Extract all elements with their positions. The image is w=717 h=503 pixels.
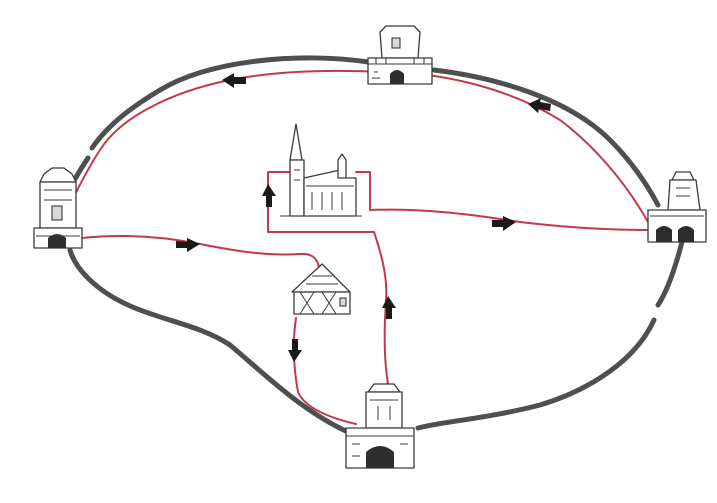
arrow-up-icon [382, 296, 396, 319]
wall-segment-east-lower [655, 239, 685, 308]
wall-segment-north-west [89, 55, 371, 151]
half-timbered-house-icon [291, 263, 351, 315]
west-gate-tower [33, 167, 83, 249]
wall-segment-south-west [67, 247, 351, 435]
arrow-down-icon [288, 339, 302, 362]
church-icon [280, 123, 362, 217]
direction-arrows [176, 73, 551, 362]
route-church-to-east-gate [355, 171, 649, 231]
arrow-right-icon [492, 216, 516, 231]
route-south-gate-to-church [267, 171, 389, 385]
north-gate-tower [367, 25, 433, 85]
arrow-right-icon [176, 238, 200, 252]
arrow-up-icon [262, 184, 276, 207]
east-gate-tower [647, 171, 707, 243]
route-west-to-house [81, 235, 320, 281]
route-north-arc [71, 69, 649, 223]
arrow-left-icon [222, 73, 246, 88]
walking-route [71, 69, 649, 425]
arrow-left-icon [528, 98, 551, 113]
south-gate-tower [345, 383, 415, 469]
town-wall [65, 55, 685, 435]
wall-segment-south-east [415, 317, 657, 431]
wall-segment-north-east [431, 67, 661, 208]
